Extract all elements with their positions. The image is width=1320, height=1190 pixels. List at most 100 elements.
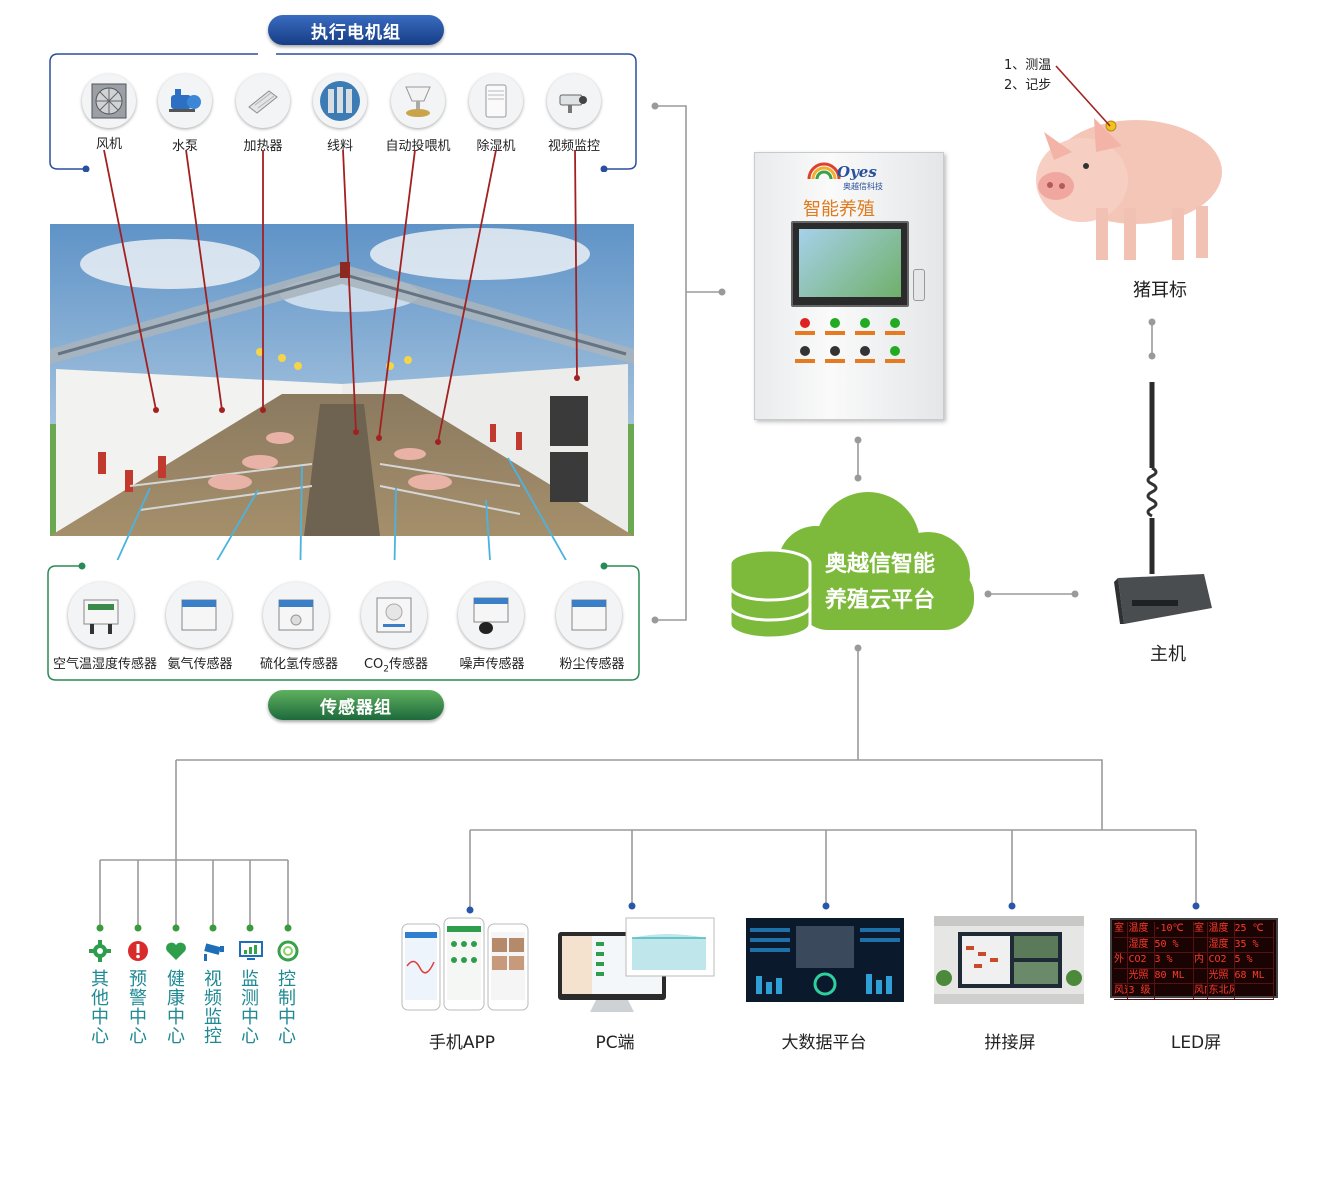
- led-row: 风速3 级 风向东北风: [1114, 984, 1274, 1000]
- dust-sensor-icon[interactable]: [556, 582, 622, 648]
- brand-logo-arc: [807, 162, 841, 180]
- sensor-frame: [47, 562, 640, 681]
- video-wall-screens[interactable]: [934, 916, 1084, 1004]
- monitor-icon[interactable]: [239, 940, 263, 962]
- cloud-title-line1: 奥越信智能: [824, 552, 935, 577]
- center-label-control: 控制中心: [278, 969, 296, 1047]
- output-label-pc: PC端: [595, 1033, 635, 1053]
- led-cell: 风向: [1194, 984, 1209, 999]
- co2-sensor-icon[interactable]: [361, 582, 427, 648]
- host-label: 主机: [1150, 644, 1186, 665]
- pc-client-screens[interactable]: [556, 916, 716, 1020]
- led-cell: 室: [1194, 922, 1209, 937]
- cloud-title-line2: 养殖云平台: [824, 588, 935, 613]
- dehumidifier-icon[interactable]: [469, 74, 523, 128]
- led-cell: 内: [1194, 953, 1209, 968]
- led-cell: 35 %: [1235, 937, 1274, 952]
- actuator-label-feeder: 自动投喂机: [385, 139, 451, 154]
- led-cell: [1194, 937, 1209, 952]
- cabinet-handle[interactable]: [913, 269, 925, 301]
- actuator-label-camera: 视频监控: [547, 139, 600, 154]
- cabinet-buttons: [795, 318, 905, 363]
- center-label-monitor: 监测中心: [241, 969, 259, 1047]
- led-cell: 68 ML: [1235, 968, 1274, 983]
- temp-humidity-sensor-icon[interactable]: [68, 582, 134, 648]
- sensor-label-co2: CO2传感器: [356, 653, 436, 675]
- heart-icon[interactable]: [165, 941, 187, 961]
- led-cell: 温度: [1208, 922, 1235, 937]
- actuator-label-fan: 风机: [95, 137, 122, 152]
- pig-illustration: [1036, 118, 1222, 260]
- led-cell: 室: [1114, 922, 1129, 937]
- co2-label-main: CO: [363, 657, 384, 672]
- center-label-health: 健康中心: [167, 969, 185, 1047]
- host-gateway-device[interactable]: [1112, 378, 1216, 628]
- center-label-other: 其他中心: [91, 969, 109, 1047]
- led-cell: CO2: [1208, 953, 1235, 968]
- camera-icon[interactable]: [202, 940, 226, 962]
- cloud-platform-graphic: [728, 492, 974, 640]
- ring-icon[interactable]: [277, 940, 299, 962]
- ear-tag-pointer: [1055, 65, 1111, 127]
- cabinet-title: 智能养殖: [803, 199, 875, 220]
- led-cell: 温度: [1128, 922, 1155, 937]
- noise-sensor-icon[interactable]: [458, 582, 524, 648]
- actuator-frame: [49, 53, 637, 172]
- led-cell: 25 ℃: [1235, 922, 1274, 937]
- hmi-touchscreen[interactable]: [791, 221, 909, 307]
- actuator-wires: [103, 149, 580, 560]
- sensor-label-noise: 噪声传感器: [459, 657, 525, 672]
- water-pump-icon[interactable]: [158, 74, 212, 128]
- ammonia-sensor-icon[interactable]: [166, 582, 232, 648]
- co2-label-rest: 传感器: [389, 657, 429, 672]
- led-cell: 50 %: [1155, 937, 1194, 952]
- led-cell: 湿度: [1128, 937, 1155, 952]
- actuator-group-title: 执行电机组: [268, 15, 444, 45]
- led-cell: [1155, 984, 1194, 999]
- actuator-label-pump: 水泵: [171, 139, 198, 154]
- output-label-bigdata: 大数据平台: [781, 1033, 867, 1053]
- output-label-led: LED屏: [1170, 1033, 1222, 1053]
- big-data-dashboard[interactable]: [746, 918, 904, 1002]
- alert-icon[interactable]: [127, 940, 149, 962]
- sensor-group-title: 传感器组: [268, 690, 444, 720]
- output-label-videowall: 拼接屏: [984, 1033, 1036, 1053]
- led-cell: 5 %: [1235, 953, 1274, 968]
- feed-line-icon[interactable]: [313, 74, 367, 128]
- led-cell: [1194, 968, 1209, 983]
- sensor-label-temp-humidity: 空气温湿度传感器: [52, 657, 157, 672]
- fan-icon[interactable]: [82, 74, 136, 128]
- led-cell: 80 ML: [1155, 968, 1194, 983]
- output-label-mobile: 手机APP: [428, 1033, 496, 1053]
- mobile-app-screens[interactable]: [400, 916, 530, 1012]
- led-cell: 光照: [1208, 968, 1235, 983]
- ear-tag-note-1: 1、测温: [1004, 58, 1052, 73]
- control-cabinet: Oyes 奥越信科技 智能养殖: [754, 152, 944, 420]
- auto-feeder-icon[interactable]: [391, 74, 445, 128]
- cctv-camera-icon[interactable]: [547, 74, 601, 128]
- gear-icon[interactable]: [89, 940, 111, 962]
- led-cell: 外: [1114, 953, 1129, 968]
- center-label-alert: 预警中心: [129, 969, 147, 1047]
- sensor-label-dust: 粉尘传感器: [559, 657, 625, 672]
- actuator-label-heater: 加热器: [243, 139, 283, 154]
- pig-ear-tag-label: 猪耳标: [1133, 280, 1187, 301]
- h2s-sensor-icon[interactable]: [263, 582, 329, 648]
- led-cell: 3 %: [1155, 953, 1194, 968]
- center-label-video: 视频监控: [204, 969, 222, 1047]
- led-cell: [1235, 984, 1274, 999]
- led-cell: [1114, 968, 1129, 983]
- brand-name-cn: 奥越信科技: [843, 182, 883, 191]
- brand-name: Oyes: [837, 163, 877, 181]
- led-cell: CO2: [1128, 953, 1155, 968]
- led-cell: 东北风: [1208, 984, 1235, 999]
- led-cell: 风速: [1114, 984, 1129, 999]
- heater-icon[interactable]: [236, 74, 290, 128]
- led-cell: 3 级: [1128, 984, 1155, 999]
- led-cell: [1114, 937, 1129, 952]
